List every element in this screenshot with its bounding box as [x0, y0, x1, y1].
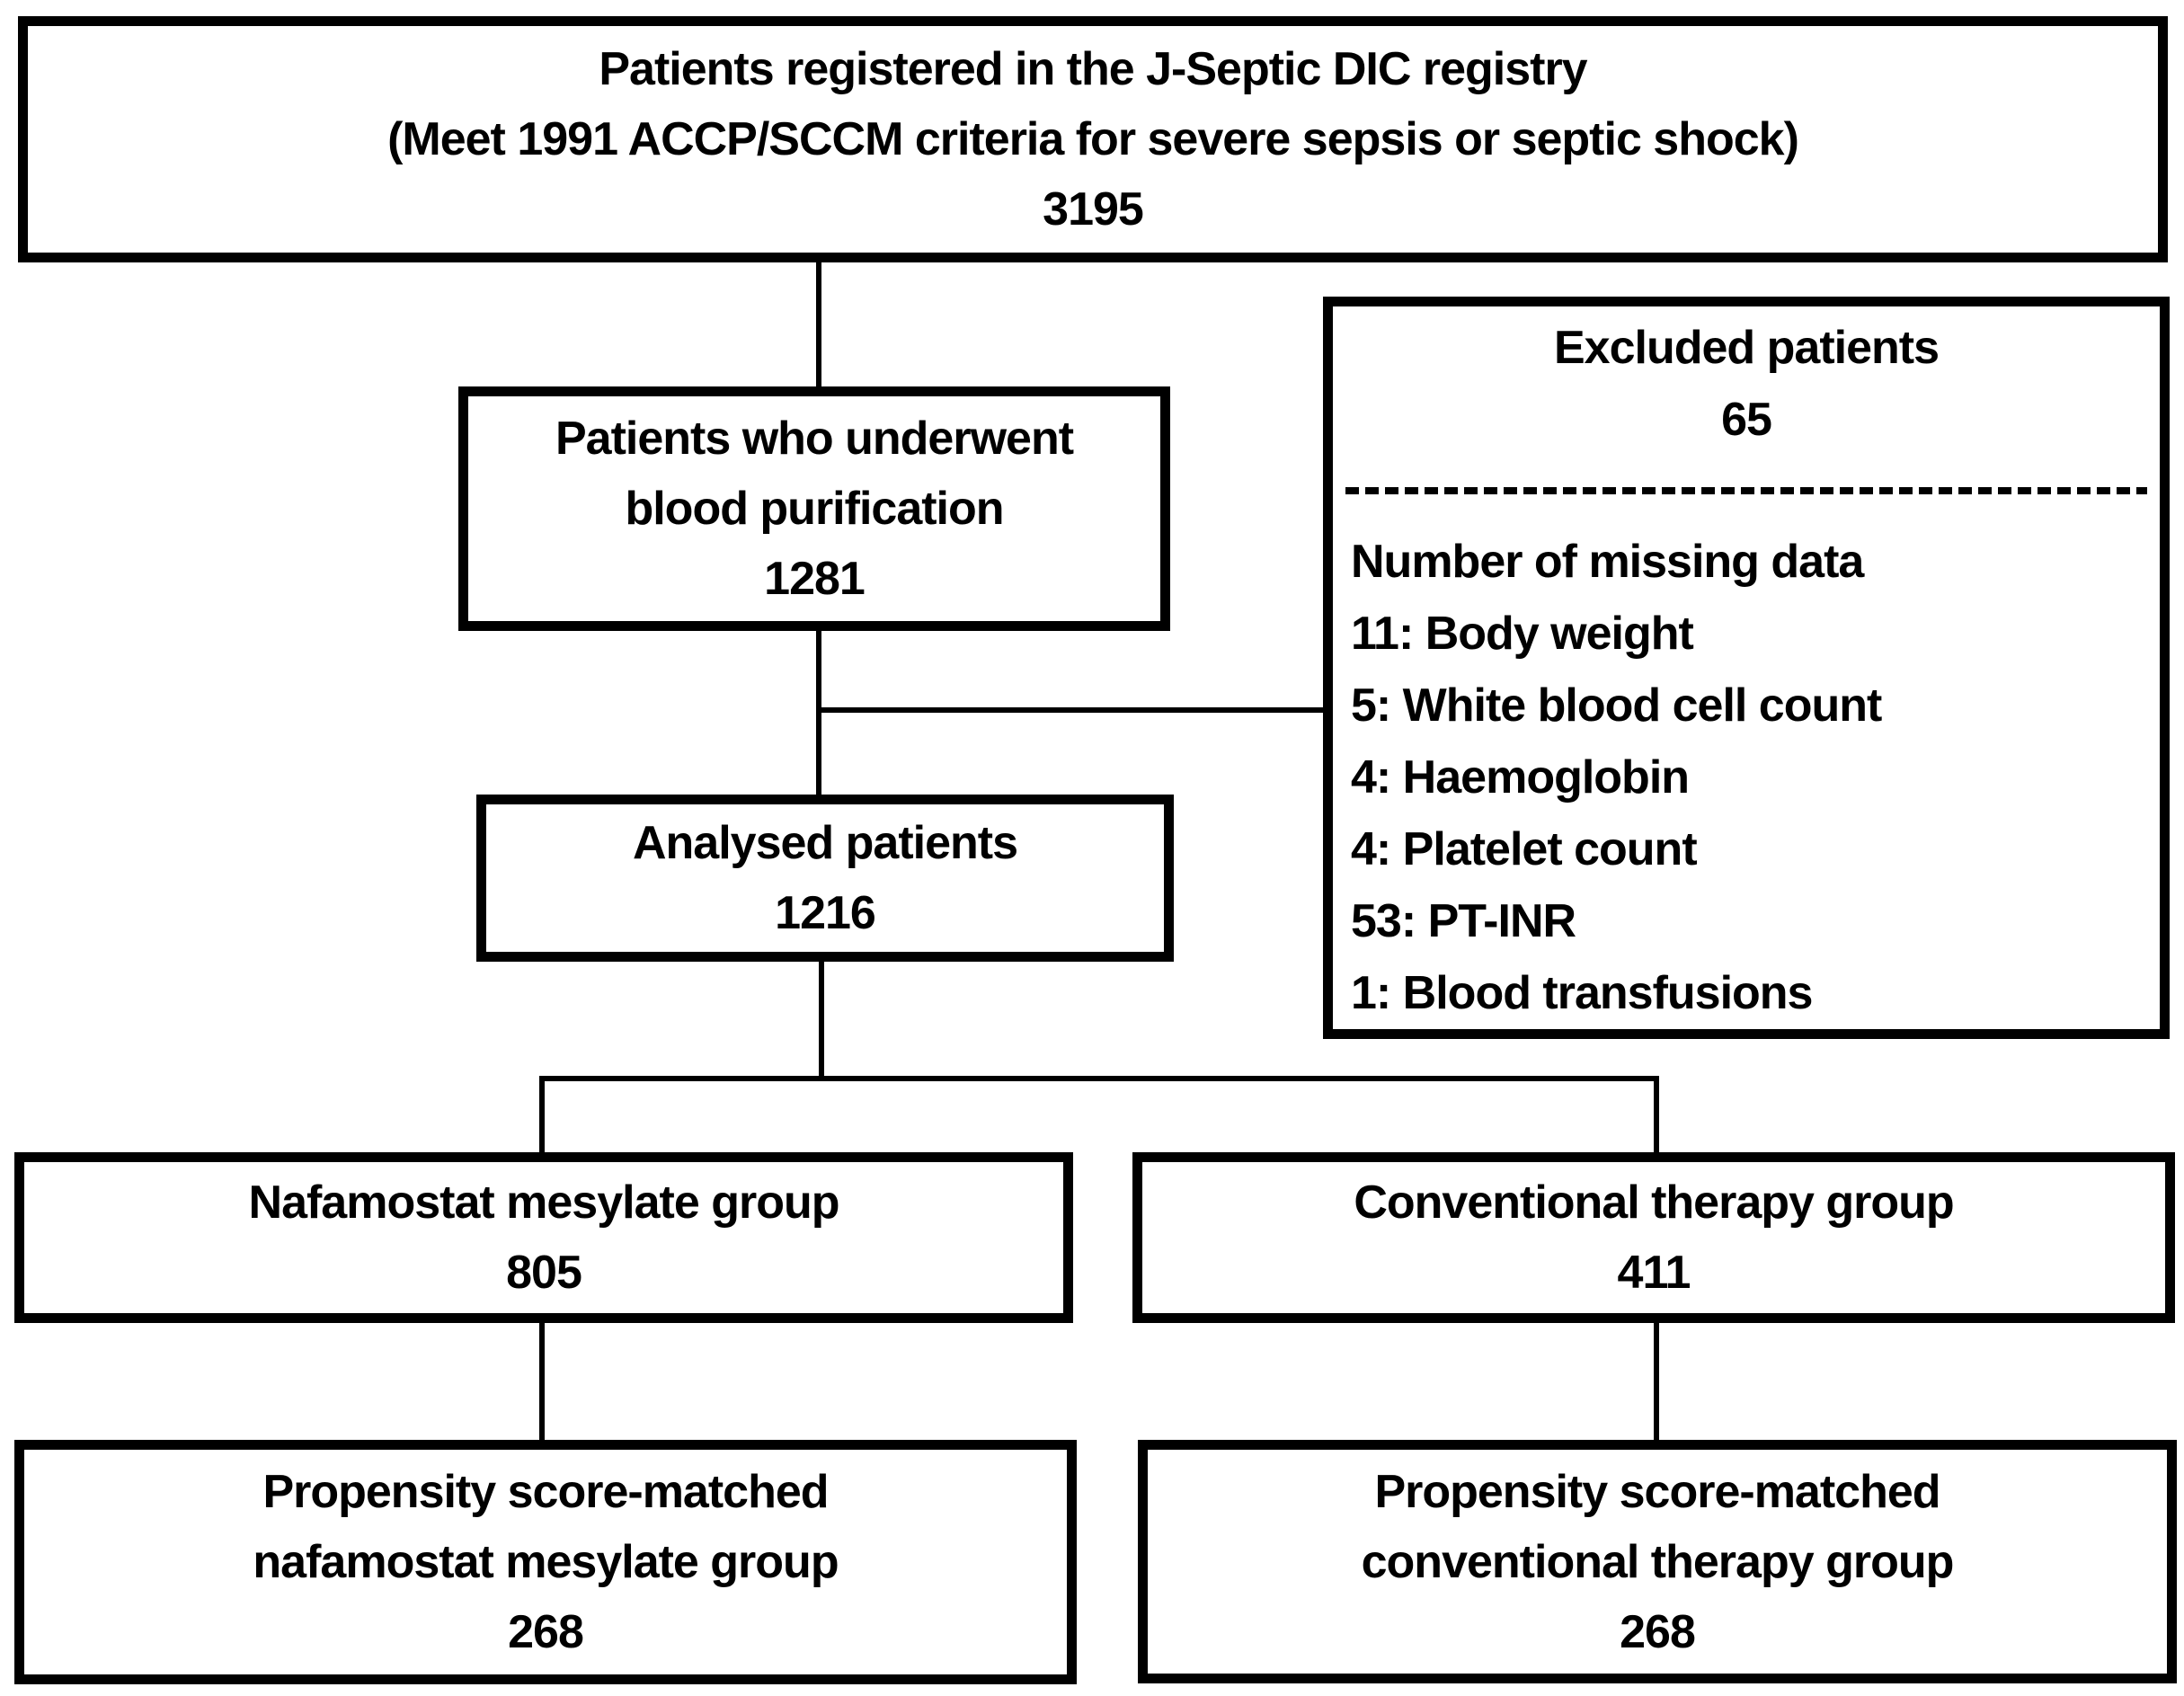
matched-nafamostat-line1: Propensity score-matched	[262, 1466, 829, 1518]
analysed-count: 1216	[775, 887, 876, 939]
missing-item-haemoglobin: 4: Haemoglobin	[1351, 751, 1690, 804]
connector-split-to-nafamostat	[539, 1076, 545, 1156]
registry-title: Patients registered in the J-Septic DIC …	[599, 43, 1587, 95]
missing-data-header: Number of missing data	[1351, 536, 1864, 588]
excluded-title: Excluded patients	[1554, 322, 1940, 374]
matched-nafamostat-count: 268	[508, 1606, 584, 1658]
registry-count: 3195	[1043, 183, 1144, 235]
conventional-group-box: Conventional therapy group 411	[1132, 1152, 2175, 1323]
missing-item-pt-inr: 53: PT-INR	[1351, 895, 1576, 947]
matched-conventional-line2: conventional therapy group	[1361, 1535, 1955, 1588]
purification-box: Patients who underwent blood purificatio…	[458, 386, 1170, 631]
missing-item-wbc: 5: White blood cell count	[1351, 679, 1882, 732]
excluded-divider	[1333, 456, 2160, 526]
analysed-title: Analysed patients	[632, 817, 1018, 869]
connector-conventional-to-matched	[1654, 1319, 1659, 1443]
missing-item-platelet: 4: Platelet count	[1351, 823, 1698, 875]
nafamostat-group-title: Nafamostat mesylate group	[248, 1177, 840, 1229]
conventional-group-count: 411	[1617, 1247, 1691, 1299]
missing-item-transfusions: 1: Blood transfusions	[1351, 967, 1813, 1019]
conventional-group-title: Conventional therapy group	[1354, 1177, 1954, 1229]
matched-conventional-count: 268	[1620, 1605, 1696, 1658]
registry-criteria: (Meet 1991 ACCP/SCCM criteria for severe…	[387, 113, 1799, 165]
connector-split-horizontal	[539, 1076, 1659, 1081]
excluded-box: Excluded patients 65 Number of missing d…	[1323, 297, 2170, 1039]
connector-split-to-conventional	[1654, 1076, 1659, 1156]
nafamostat-group-box: Nafamostat mesylate group 805	[14, 1152, 1073, 1323]
dashed-line	[1345, 487, 2147, 494]
matched-conventional-box: Propensity score-matched conventional th…	[1138, 1440, 2177, 1683]
analysed-box: Analysed patients 1216	[476, 795, 1174, 962]
registry-box: Patients registered in the J-Septic DIC …	[18, 16, 2168, 262]
matched-conventional-line1: Propensity score-matched	[1374, 1465, 1940, 1518]
nafamostat-group-count: 805	[506, 1247, 582, 1299]
purification-count: 1281	[764, 553, 866, 605]
connector-branch-to-excluded	[819, 707, 1327, 713]
connector-purification-to-analysed	[816, 627, 821, 798]
missing-item-body-weight: 11: Body weight	[1351, 608, 1694, 660]
purification-title-line1: Patients who underwent	[555, 413, 1074, 465]
matched-nafamostat-box: Propensity score-matched nafamostat mesy…	[14, 1440, 1077, 1684]
connector-registry-to-purification	[816, 257, 821, 390]
connector-nafamostat-to-matched	[539, 1319, 545, 1443]
excluded-count: 65	[1721, 394, 1772, 446]
connector-analysed-to-split	[819, 958, 824, 1081]
matched-nafamostat-line2: nafamostat mesylate group	[253, 1536, 839, 1588]
purification-title-line2: blood purification	[625, 483, 1004, 535]
